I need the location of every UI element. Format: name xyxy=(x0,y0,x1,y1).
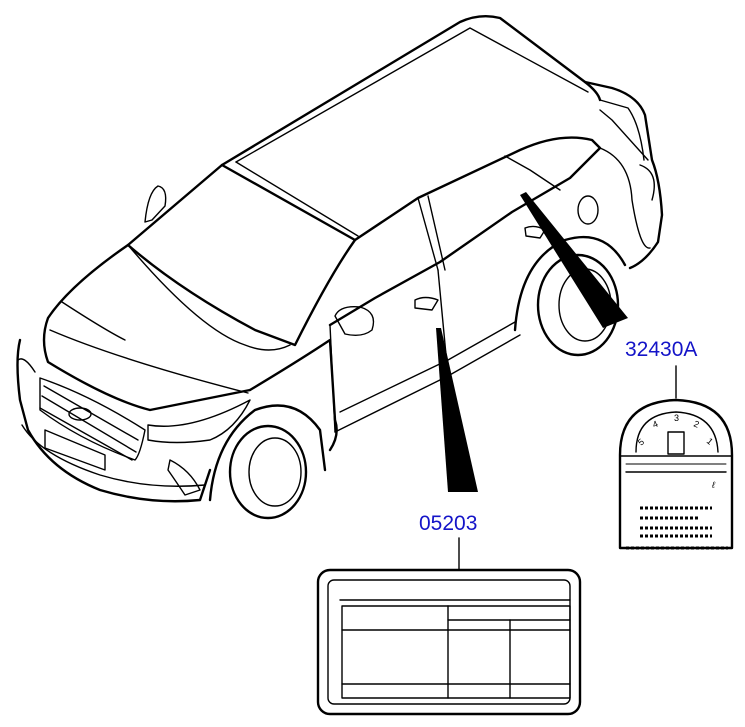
leader-door-label xyxy=(436,328,478,492)
callout-tire-label-number: 32430A xyxy=(625,338,697,361)
dial-digit-4: 4 xyxy=(651,419,659,430)
dial-digit-1: 1 xyxy=(705,436,715,447)
leader-arrows xyxy=(436,192,628,492)
leader-tire-label xyxy=(520,192,628,328)
callout-door-label-number: 05203 xyxy=(419,512,477,535)
dial-script-mark: ℓ xyxy=(711,480,715,490)
dial-digit-3: 3 xyxy=(674,413,679,423)
dial-digit-2: 2 xyxy=(692,419,700,430)
dial-digit-5: 5 xyxy=(636,437,646,448)
vehicle-illustration xyxy=(16,15,664,520)
tire-pressure-label-part: 5 4 3 2 1 ℓ xyxy=(618,398,734,550)
door-placard-label-part xyxy=(316,568,582,716)
tire-label-fine-print xyxy=(626,506,728,550)
